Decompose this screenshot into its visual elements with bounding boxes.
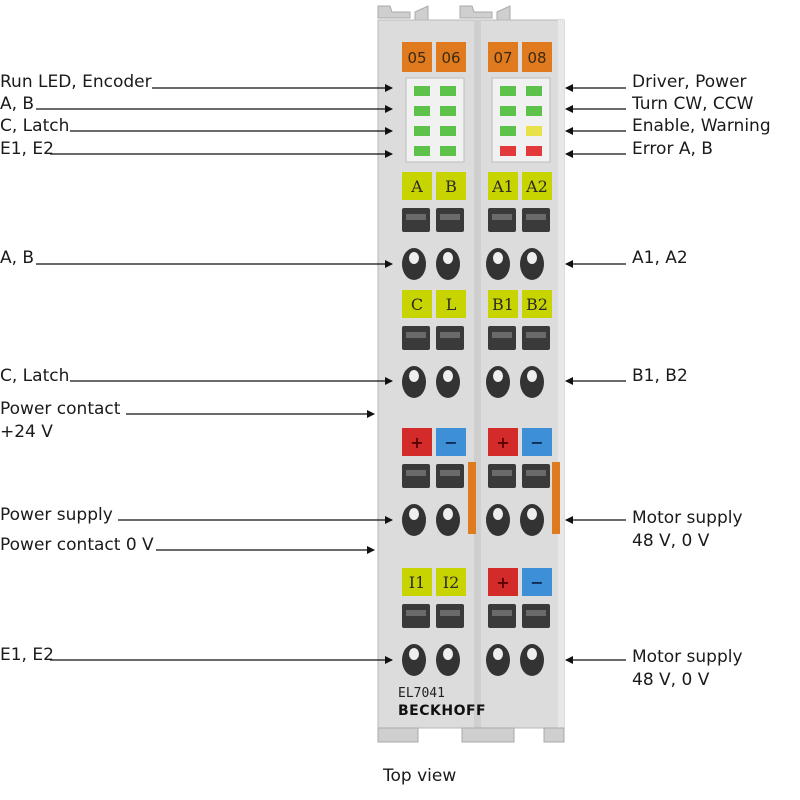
tag-b: B: [445, 177, 457, 196]
terminal-block-3: [402, 462, 560, 536]
label-power-contact-24v: Power contact: [0, 399, 121, 419]
label-e1-e2-led: E1, E2: [0, 139, 54, 159]
tag-plus-1: +: [410, 433, 423, 452]
led-headers: 05 06 07 08: [402, 42, 552, 72]
tag-plus-2: +: [496, 433, 509, 452]
caption-top-view: Top view: [383, 766, 457, 786]
label-b1-b2-terminal: B1, B2: [632, 366, 688, 386]
tag-i1: I1: [409, 573, 426, 592]
tag-a1: A1: [491, 177, 514, 196]
label-a-b-terminal: A, B: [0, 248, 35, 268]
label-power-contact-24v-value: +24 V: [0, 422, 53, 442]
tag-row-4: I1 I2 + −: [402, 568, 552, 596]
leader-lines-left: [36, 84, 393, 664]
leader-lines-right: [565, 84, 626, 664]
tag-row-1: A B A1 A2: [402, 172, 552, 200]
terminal-block-2: [402, 326, 550, 398]
tag-minus-3: −: [530, 573, 543, 592]
tag-plus-3: +: [496, 573, 509, 592]
label-error-a-b: Error A, B: [632, 139, 713, 159]
bottom-clips: [377, 727, 565, 743]
tag-b2: B2: [526, 295, 548, 314]
tag-i2: I2: [443, 573, 460, 592]
tag-c: C: [411, 295, 423, 314]
label-power-contact-0v: Power contact 0 V: [0, 535, 154, 555]
tag-l: L: [446, 295, 457, 314]
model-number: EL7041: [398, 686, 445, 701]
tag-row-2: C L B1 B2: [402, 290, 552, 318]
label-motor-supply-1: Motor supply: [632, 508, 743, 528]
label-c-latch-terminal: C, Latch: [0, 366, 70, 386]
label-motor-supply-2-value: 48 V, 0 V: [632, 670, 710, 690]
label-turn-cw-ccw: Turn CW, CCW: [632, 94, 754, 114]
tag-row-3: + − + −: [402, 428, 552, 456]
label-enable-warning: Enable, Warning: [632, 116, 771, 136]
tag-b1: B1: [492, 295, 514, 314]
label-driver-power: Driver, Power: [632, 72, 747, 92]
terminal-block-4: [402, 604, 550, 676]
led-header-05: 05: [407, 49, 426, 67]
led-header-07: 07: [493, 49, 512, 67]
label-motor-supply-1-value: 48 V, 0 V: [632, 531, 710, 551]
tag-a2: A2: [525, 177, 548, 196]
label-a-b-led: A, B: [0, 94, 35, 114]
label-e1-e2-terminal: E1, E2: [0, 645, 54, 665]
brand-name: BECKHOFF: [398, 703, 486, 719]
led-header-08: 08: [527, 49, 546, 67]
label-power-supply: Power supply: [0, 505, 113, 525]
terminal-block-1: [402, 208, 550, 280]
tag-a: A: [410, 177, 423, 196]
label-run-led-encoder: Run LED, Encoder: [0, 72, 152, 92]
led-header-06: 06: [441, 49, 460, 67]
label-c-latch-led: C, Latch: [0, 116, 70, 136]
tag-minus-1: −: [444, 433, 457, 452]
label-a1-a2-terminal: A1, A2: [632, 248, 688, 268]
top-clips: [377, 5, 511, 23]
led-window-right: [491, 77, 551, 163]
label-motor-supply-2: Motor supply: [632, 647, 743, 667]
tag-minus-2: −: [530, 433, 543, 452]
led-window-left: [405, 77, 465, 163]
